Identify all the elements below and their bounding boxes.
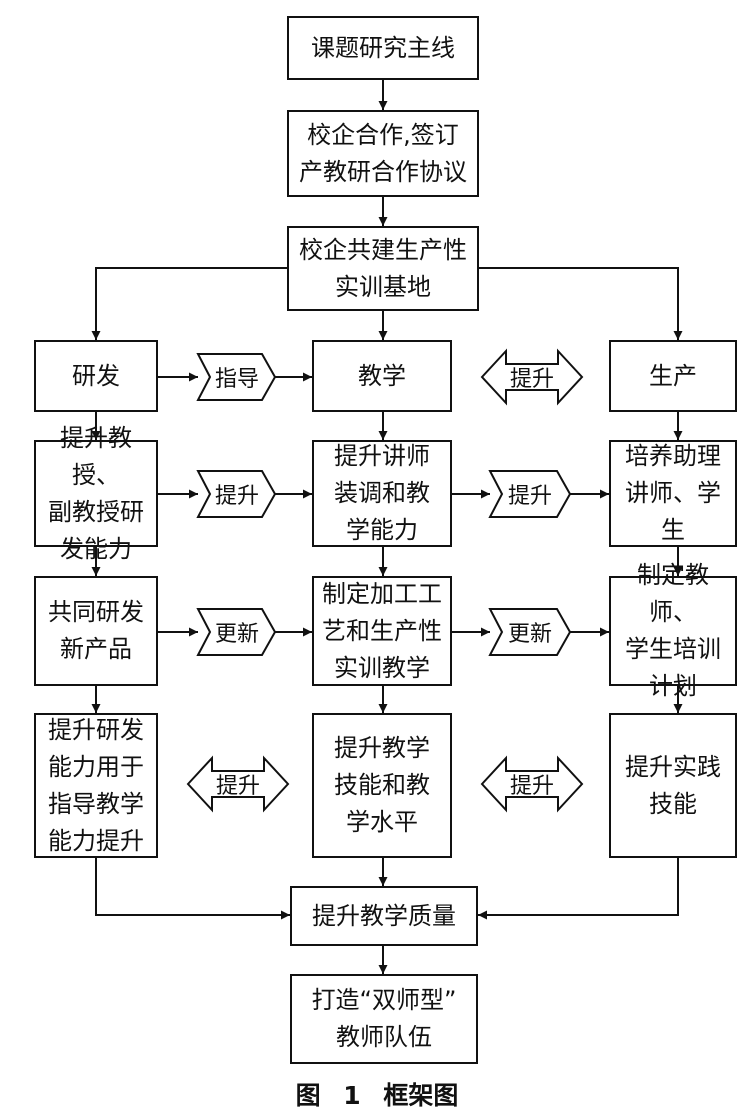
box-right-row2: 培养助理 讲师、学生 xyxy=(609,440,737,547)
box-center-row4-line1: 提升教学 xyxy=(334,734,430,762)
arrow-base-to-production xyxy=(478,267,683,340)
box-left-row4-line2: 能力用于 xyxy=(48,752,144,781)
tag-update-left: 更新 xyxy=(214,622,259,647)
box-left-row4: 提升研发 能力用于 指导教学 能力提升 xyxy=(34,713,158,858)
box-training-base: 校企共建生产性 实训基地 xyxy=(287,226,479,311)
box-left-row2: 提升教授、 副教授研 发能力 xyxy=(34,424,158,563)
tag-up-row1: 提升 xyxy=(509,367,554,392)
box-left-row2-line2: 副教授研 xyxy=(48,497,144,526)
tag-guide: 指导 xyxy=(214,367,259,392)
arrow-base-to-rd xyxy=(91,267,288,340)
box-dual-teacher-team-line2: 教师队伍 xyxy=(336,1023,432,1051)
box-center-row3: 制定加工工 艺和生产性 实训教学 xyxy=(312,576,452,686)
box-teaching-text: 教学 xyxy=(358,361,406,390)
box-rd: 研发 xyxy=(34,340,158,412)
tag-up-row2-right: 提升 xyxy=(507,484,552,509)
box-left-row2-line3: 发能力 xyxy=(60,534,132,563)
box-center-row2-line3: 学能力 xyxy=(346,516,418,544)
tag-shape-up-row2-right xyxy=(488,470,572,518)
tag-shape-update-right xyxy=(488,608,572,656)
box-right-row3: 制定教师、 学生培训 计划 xyxy=(609,561,737,700)
box-left-row4-line3: 指导教学 xyxy=(48,789,144,818)
box-teaching-quality-text: 提升教学质量 xyxy=(312,901,456,930)
box-dual-teacher-team-line1: 打造“双师型” xyxy=(311,986,457,1014)
box-left-row3-line2: 新产品 xyxy=(60,635,132,663)
box-main-line: 课题研究主线 xyxy=(287,16,479,80)
box-right-row4-line1: 提升实践 xyxy=(625,752,721,781)
box-cooperation-line2: 产教研合作协议 xyxy=(299,157,467,186)
box-production: 生产 xyxy=(609,340,737,412)
tag-up-row4-left: 提升 xyxy=(215,774,260,799)
box-dual-teacher-team: 打造“双师型” 教师队伍 xyxy=(290,974,478,1064)
box-cooperation: 校企合作,签订 产教研合作协议 xyxy=(287,110,479,197)
tag-up-row2-left: 提升 xyxy=(214,484,259,509)
tag-shape-guide xyxy=(196,353,277,401)
box-cooperation-line1: 校企合作,签订 xyxy=(307,120,459,149)
box-right-row3-line2: 学生培训 xyxy=(625,635,721,663)
box-rd-text: 研发 xyxy=(72,361,120,390)
box-center-row4-line3: 学水平 xyxy=(346,808,418,836)
box-center-row4-line2: 技能和教 xyxy=(334,771,430,799)
figure-caption: 图 1 框架图 xyxy=(295,1081,459,1110)
box-center-row2-line1: 提升讲师 xyxy=(334,442,430,470)
box-left-row2-line1: 提升教授、 xyxy=(60,423,132,489)
box-teaching: 教学 xyxy=(312,340,452,412)
box-training-base-line1: 校企共建生产性 xyxy=(299,235,467,264)
box-center-row3-line2: 艺和生产性 xyxy=(322,616,442,645)
box-center-row4: 提升教学 技能和教 学水平 xyxy=(312,713,452,858)
box-center-row3-line3: 实训教学 xyxy=(334,653,430,682)
box-right-row3-line1: 制定教师、 xyxy=(637,561,709,626)
box-training-base-line2: 实训基地 xyxy=(335,272,431,301)
box-left-row3-line1: 共同研发 xyxy=(48,598,144,626)
double-arrow-row4-left xyxy=(186,755,290,813)
tag-shape-up-row2-left xyxy=(196,470,277,518)
box-right-row3-line3: 计划 xyxy=(649,672,697,700)
box-production-text: 生产 xyxy=(649,361,697,390)
box-left-row4-line4: 能力提升 xyxy=(48,826,144,855)
arrow-l4-to-quality xyxy=(95,858,290,920)
box-right-row2-line2: 讲师、学生 xyxy=(625,479,721,544)
box-left-row3: 共同研发 新产品 xyxy=(34,576,158,686)
box-center-row3-line1: 制定加工工 xyxy=(322,579,442,608)
box-teaching-quality: 提升教学质量 xyxy=(290,886,478,946)
box-main-line-text: 课题研究主线 xyxy=(311,33,455,62)
tag-update-right: 更新 xyxy=(507,622,552,647)
double-arrow-row1 xyxy=(480,348,584,406)
tag-up-row4-right: 提升 xyxy=(509,774,554,799)
arrow-r4-to-quality xyxy=(478,858,679,920)
box-right-row2-line1: 培养助理 xyxy=(625,442,721,470)
box-center-row2-line2: 装调和教 xyxy=(334,479,430,507)
box-left-row4-line1: 提升研发 xyxy=(48,715,144,744)
box-right-row4: 提升实践 技能 xyxy=(609,713,737,858)
tag-shape-update-left xyxy=(196,608,277,656)
box-right-row4-line2: 技能 xyxy=(649,789,697,818)
box-center-row2: 提升讲师 装调和教 学能力 xyxy=(312,440,452,547)
double-arrow-row4-right xyxy=(480,755,584,813)
